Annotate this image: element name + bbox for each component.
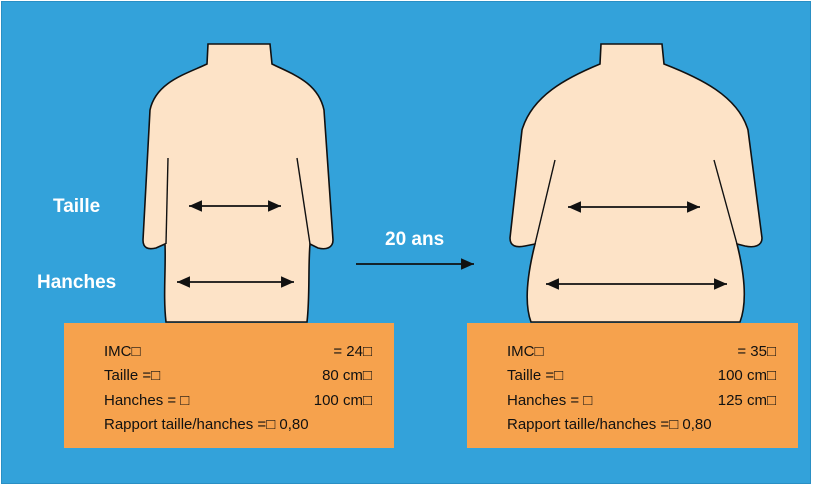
ratio-row: Rapport taille/hanches =□ 0,80 [104,416,372,436]
waist-row-label: Taille =□ [104,367,160,384]
waist-row: Taille =□ 100 cm□ [507,367,776,387]
imc-row: IMC□ = 24□ [104,343,372,363]
measurements-box-after: IMC□ = 35□ Taille =□ 100 cm□ Hanches = □… [467,323,798,448]
time-label: 20 ans [385,229,444,251]
hips-value: 100 cm□ [314,392,372,409]
hips-row-label: Hanches = □ [104,392,189,409]
hips-row: Hanches = □ 125 cm□ [507,392,776,412]
measurements-box-before: IMC□ = 24□ Taille =□ 80 cm□ Hanches = □ … [64,323,394,448]
hips-value: 125 cm□ [718,392,776,409]
imc-value: = 35□ [737,343,776,360]
ratio-text: Rapport taille/hanches =□ 0,80 [507,416,712,433]
waist-row-label: Taille =□ [507,367,563,384]
waist-row: Taille =□ 80 cm□ [104,367,372,387]
torso-before [143,44,333,322]
hips-label: Hanches [37,272,116,294]
imc-row: IMC□ = 35□ [507,343,776,363]
hips-row: Hanches = □ 100 cm□ [104,392,372,412]
imc-label: IMC□ [104,343,141,360]
torso-after [510,44,762,322]
waist-value: 80 cm□ [322,367,372,384]
imc-value: = 24□ [333,343,372,360]
waist-label: Taille [53,196,100,218]
ratio-text: Rapport taille/hanches =□ 0,80 [104,416,309,433]
waist-value: 100 cm□ [718,367,776,384]
imc-label: IMC□ [507,343,544,360]
hips-row-label: Hanches = □ [507,392,592,409]
ratio-row: Rapport taille/hanches =□ 0,80 [507,416,776,436]
